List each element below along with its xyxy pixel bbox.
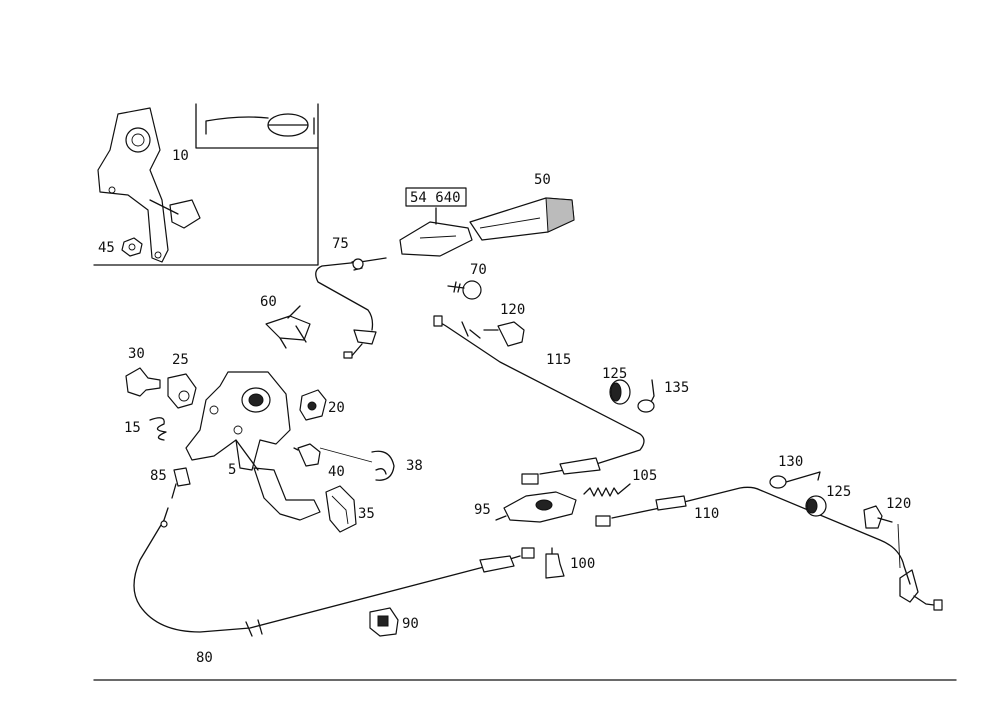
callout-85: 85	[150, 468, 167, 484]
callout-10: 10	[172, 148, 189, 164]
grommet-125-lower	[805, 495, 827, 517]
callout-40: 40	[328, 464, 345, 480]
callout-15: 15	[124, 420, 141, 436]
callout-100: 100	[570, 556, 595, 572]
spring-15	[149, 417, 167, 441]
part-number-box	[405, 187, 467, 207]
callout-95: 95	[474, 502, 491, 518]
clip-130	[769, 471, 821, 489]
callout-115: 115	[546, 352, 571, 368]
callout-90: 90	[402, 616, 419, 632]
bracket-part-54640	[399, 207, 473, 257]
grommet-125-upper	[609, 379, 631, 405]
callout-30: 30	[128, 346, 145, 362]
callout-80: 80	[196, 650, 213, 666]
fitting-100	[545, 547, 565, 579]
callout-45: 45	[98, 240, 115, 256]
callout-125-lower: 125	[826, 484, 851, 500]
callout-60: 60	[260, 294, 277, 310]
callout-5: 5	[228, 462, 236, 478]
lever-95	[495, 491, 577, 523]
switch-part-50	[469, 197, 575, 241]
inset-panel	[93, 103, 319, 266]
callout-125-upper: 125	[602, 366, 627, 382]
pedal-pad-35	[325, 485, 357, 533]
pedal-bracket-part	[97, 107, 201, 263]
bushing-85	[171, 467, 191, 499]
clip-90	[369, 607, 399, 637]
nut-part	[121, 237, 143, 257]
brake-pedal-assembly	[185, 371, 321, 521]
callout-105: 105	[632, 468, 657, 484]
bolt-40	[293, 443, 373, 467]
callout-130: 130	[778, 454, 803, 470]
bumper-20	[299, 389, 327, 421]
switch-25	[167, 373, 197, 409]
switch-30	[125, 367, 161, 397]
callout-25: 25	[172, 352, 189, 368]
clip-135	[637, 379, 655, 413]
callout-120-upper: 120	[500, 302, 525, 318]
callout-70: 70	[470, 262, 487, 278]
bolt-120-lower	[863, 505, 901, 569]
cable-75	[315, 257, 387, 359]
callout-54640: 54 640	[410, 190, 461, 206]
screw-70	[447, 280, 482, 300]
callout-75: 75	[332, 236, 349, 252]
callout-35: 35	[358, 506, 375, 522]
callout-110: 110	[694, 506, 719, 522]
bolt-120-upper	[483, 321, 525, 347]
symbol-icon	[205, 113, 315, 137]
cable-110	[595, 486, 943, 611]
callout-120-lower: 120	[886, 496, 911, 512]
callout-50: 50	[534, 172, 551, 188]
ring-38	[371, 450, 395, 481]
cable-80	[133, 507, 535, 637]
callout-135: 135	[664, 380, 689, 396]
callout-38: 38	[406, 458, 423, 474]
cable-115	[433, 315, 645, 485]
clip-60	[265, 305, 311, 349]
spring-105	[583, 483, 631, 497]
callout-20: 20	[328, 400, 345, 416]
